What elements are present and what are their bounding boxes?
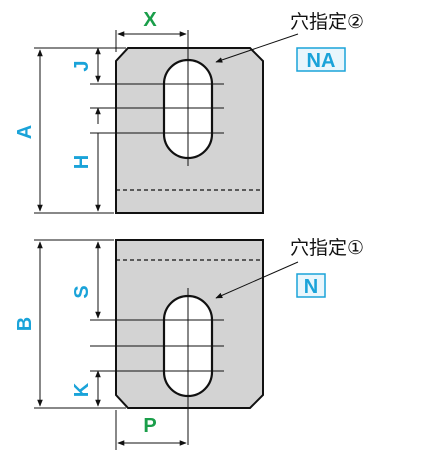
- bottom-hole-code: N: [304, 276, 318, 298]
- bottom-centerlines: [90, 288, 224, 445]
- bottom-plate-view: B S K P 穴指定① N: [14, 237, 364, 450]
- top-hole-code-box: [296, 47, 346, 72]
- dim-h-label: H: [71, 155, 93, 169]
- dim-j: J: [71, 47, 101, 83]
- top-hole-callout: 穴指定② NA: [215, 11, 364, 72]
- dim-b-label: B: [14, 317, 36, 331]
- dim-a-label: A: [14, 125, 36, 139]
- dim-s-label: S: [71, 285, 93, 298]
- top-plate-view: X A J H 穴指定② NA: [14, 9, 364, 214]
- top-hole-code: NA: [307, 50, 336, 72]
- top-hole-note: 穴指定②: [290, 11, 364, 33]
- bottom-hole-callout: 穴指定① N: [215, 237, 364, 299]
- dim-b: B: [14, 239, 126, 409]
- top-centerlines: [90, 30, 224, 166]
- dim-s: S: [71, 241, 101, 319]
- dim-p-label: P: [143, 415, 156, 437]
- dim-p: P: [115, 410, 187, 450]
- dim-x-label: X: [143, 9, 157, 31]
- dim-k-label: K: [71, 382, 93, 397]
- dim-k: K: [71, 370, 101, 407]
- bottom-hole-note: 穴指定①: [290, 237, 364, 259]
- dim-x: X: [115, 9, 187, 52]
- bottom-hole-code-box: [296, 273, 326, 298]
- dim-j-label: J: [71, 60, 93, 71]
- dim-a: A: [14, 47, 126, 214]
- dim-h: H: [71, 107, 101, 212]
